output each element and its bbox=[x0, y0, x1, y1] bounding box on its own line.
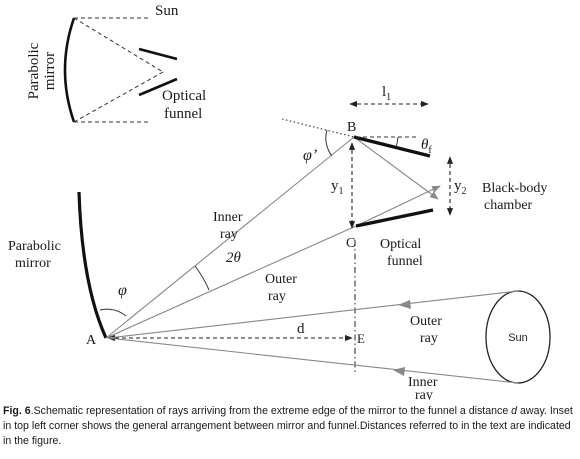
inset-mirror bbox=[63, 17, 76, 123]
caption-text-1: .Schematic representation of rays arrivi… bbox=[30, 405, 512, 417]
inner-ray-label-lower-2: ray bbox=[415, 388, 433, 400]
inner-ray-label-upper-1: Inner bbox=[213, 210, 243, 225]
outer-ray-label-upper-1: Outer bbox=[265, 272, 297, 287]
outer-ray-label-lower-2: ray bbox=[420, 331, 438, 346]
funnel-label-1: Optical bbox=[380, 237, 421, 252]
ray-b-to-chamber bbox=[353, 136, 439, 200]
outer-ray-a-to-c bbox=[105, 225, 357, 339]
inset-ray-upper bbox=[73, 17, 164, 73]
l1-label: l1 bbox=[382, 84, 391, 103]
inner-ray-sun-to-a bbox=[107, 337, 519, 384]
ray-c-to-chamber bbox=[355, 185, 441, 227]
point-b-label: B bbox=[347, 120, 356, 135]
caption-fig-number: Fig. 6 bbox=[3, 405, 31, 417]
mirror-label-1: Parabolic bbox=[8, 239, 61, 254]
inner-ray-arrowhead bbox=[393, 367, 405, 376]
d-label: d bbox=[297, 321, 305, 337]
main-diagram: A B C E l1 y1 y2 θf φ’ φ 2θ d Inner ray … bbox=[8, 84, 551, 400]
inset-mirror-label-1: Parabolic bbox=[26, 42, 42, 99]
y1-label: y1 bbox=[331, 178, 344, 197]
point-c-label: C bbox=[346, 236, 355, 251]
figure-caption: Fig. 6.Schematic representation of rays … bbox=[3, 404, 577, 449]
inset-funnel-label-2: funnel bbox=[164, 106, 202, 122]
inner-ray-label-lower-1: Inner bbox=[408, 375, 438, 390]
inset: Sun Parabolic mirror Optical funnel bbox=[26, 3, 206, 123]
outer-ray-label-upper-2: ray bbox=[268, 289, 286, 304]
point-e-label: E bbox=[357, 331, 365, 346]
phi-arc bbox=[99, 308, 127, 317]
theta-f-arc bbox=[395, 136, 399, 148]
inset-ray-lower bbox=[73, 71, 164, 123]
parabolic-mirror bbox=[77, 191, 108, 339]
mirror-label-2: mirror bbox=[15, 256, 51, 271]
funnel-lower-wall bbox=[355, 208, 434, 228]
sun-label: Sun bbox=[508, 332, 528, 344]
diagram: Sun Parabolic mirror Optical funnel bbox=[8, 3, 551, 400]
phi-label: φ bbox=[118, 282, 127, 299]
inset-mirror-label-2: mirror bbox=[42, 52, 58, 90]
inner-ray-label-upper-2: ray bbox=[220, 227, 238, 242]
tangent-line bbox=[281, 118, 355, 138]
outer-ray-label-lower-1: Outer bbox=[410, 314, 442, 329]
two-theta-arc bbox=[194, 265, 210, 291]
funnel-upper-wall bbox=[353, 135, 431, 158]
chamber-label-2: chamber bbox=[484, 198, 533, 213]
phi-prime-arc bbox=[325, 129, 333, 157]
outer-ray-sun-to-a bbox=[107, 290, 519, 339]
inset-funnel-upper bbox=[138, 47, 178, 61]
two-theta-label: 2θ bbox=[226, 250, 242, 266]
point-a-label: A bbox=[86, 333, 97, 348]
inset-funnel-lower bbox=[138, 77, 178, 97]
theta-f-label: θf bbox=[421, 137, 432, 156]
funnel-label-2: funnel bbox=[387, 254, 423, 269]
inset-sun-label: Sun bbox=[155, 3, 179, 19]
y2-label: y2 bbox=[454, 178, 467, 197]
chamber-label-1: Black-body bbox=[482, 181, 547, 196]
inset-funnel-label-1: Optical bbox=[162, 88, 206, 104]
inner-ray-a-to-b bbox=[105, 136, 355, 339]
phi-prime-label: φ’ bbox=[303, 147, 317, 164]
caption-text-2: away. Inset in top left corner shows the… bbox=[3, 405, 573, 447]
outer-ray-arrowhead bbox=[398, 300, 411, 309]
caption-d: d bbox=[511, 405, 518, 417]
